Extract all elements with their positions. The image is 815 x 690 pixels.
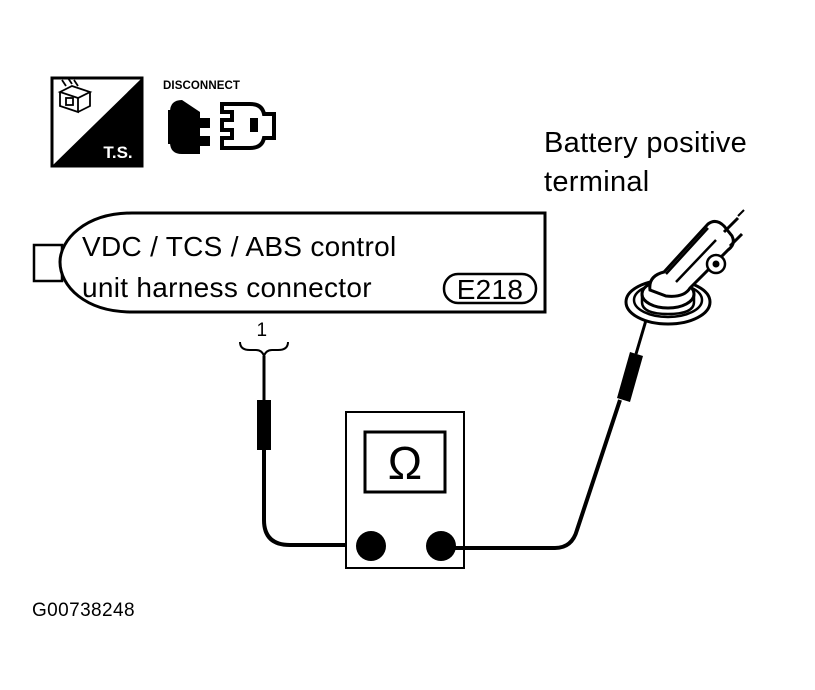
right-probe-handle: [617, 352, 643, 402]
meter-display: [363, 430, 447, 494]
battery-label-line2: terminal: [544, 166, 650, 198]
left-probe-handle: [257, 400, 271, 450]
meter-terminal-left: [356, 531, 386, 561]
figure-id: G00738248: [32, 600, 135, 621]
left-probe-lead: [257, 356, 362, 547]
connector-code-badge: [442, 272, 538, 305]
disconnect-label: DISCONNECT: [163, 80, 240, 92]
battery-terminal-icon: [624, 209, 745, 326]
ts-icon: T.S.: [50, 76, 144, 168]
disconnect-icon: DISCONNECT: [163, 80, 276, 154]
ohmmeter: Ω: [345, 411, 465, 569]
harness-connector: VDC / TCS / ABS control unit harness con…: [32, 211, 547, 314]
pin-brace: [239, 341, 289, 360]
connector-code: E218: [457, 274, 524, 305]
meter-terminal-right: [426, 531, 456, 561]
ohm-symbol: Ω: [388, 437, 422, 489]
pin-label: 1: [257, 320, 268, 341]
connector-tab: [32, 243, 64, 283]
right-probe-lead: [450, 299, 654, 550]
connector-label-line2: unit harness connector: [82, 272, 372, 303]
ts-label: T.S.: [103, 143, 132, 162]
connector-label-line1: VDC / TCS / ABS control: [82, 231, 397, 262]
ts-connector-sketch-icon: [57, 77, 93, 114]
battery-label-line1: Battery positive: [544, 127, 747, 159]
